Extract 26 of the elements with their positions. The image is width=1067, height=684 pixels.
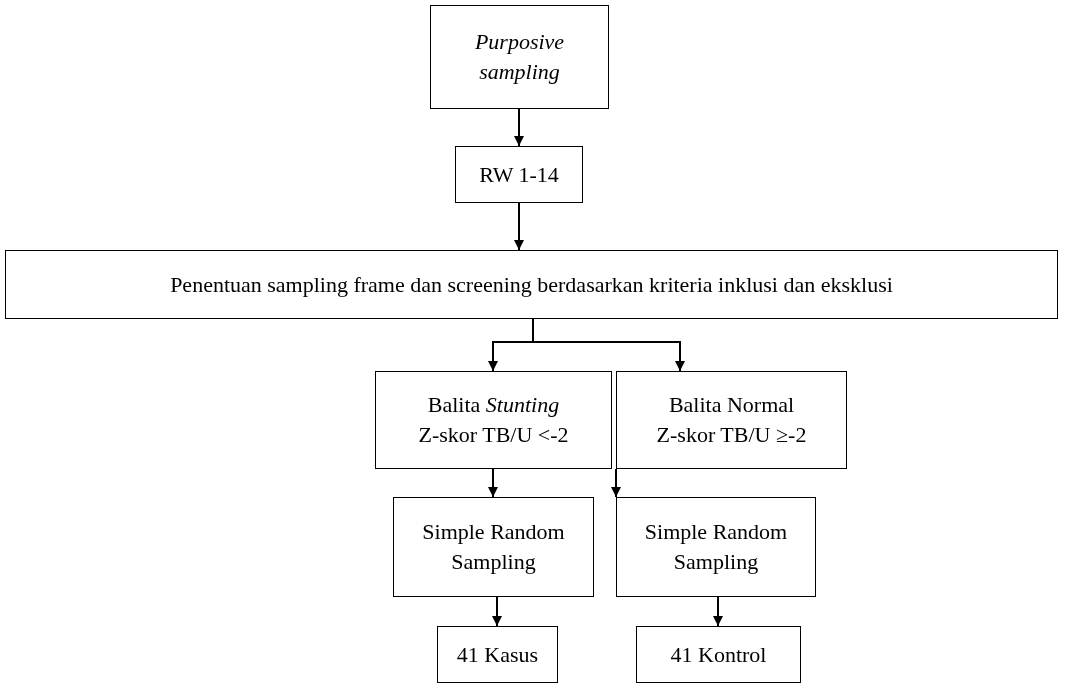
process-box [616,497,816,597]
process-box [616,371,847,469]
process-box [455,146,583,203]
arrow [713,596,723,627]
box-text: Purposive sampling [473,28,566,86]
box-text: Simple Random Sampling [421,518,566,576]
box-text: 41 Kontrol [670,640,767,669]
arrow [514,202,524,251]
arrow [488,468,498,498]
arrow [611,468,621,498]
process-box [5,250,1058,319]
box-text: 41 Kasus [456,640,539,669]
process-box [393,497,594,597]
process-box [430,5,609,109]
box-text: RW 1-14 [479,160,559,189]
process-box [636,626,801,683]
box-text: Simple Random Sampling [643,518,789,576]
box-text: Penentuan sampling frame dan screening berdasarkan kriteria inklusi dan eksklusi [170,270,893,299]
process-box [437,626,558,683]
box-text: Z-skor TB/U <-2 [418,421,569,449]
arrow [514,108,524,147]
box-text: Balita Normal [668,391,795,419]
box-text: Z-skor TB/U ≥-2 [656,421,807,449]
arrow [492,596,502,627]
box-text: Balita Stunting [427,391,560,419]
process-box [375,371,612,469]
